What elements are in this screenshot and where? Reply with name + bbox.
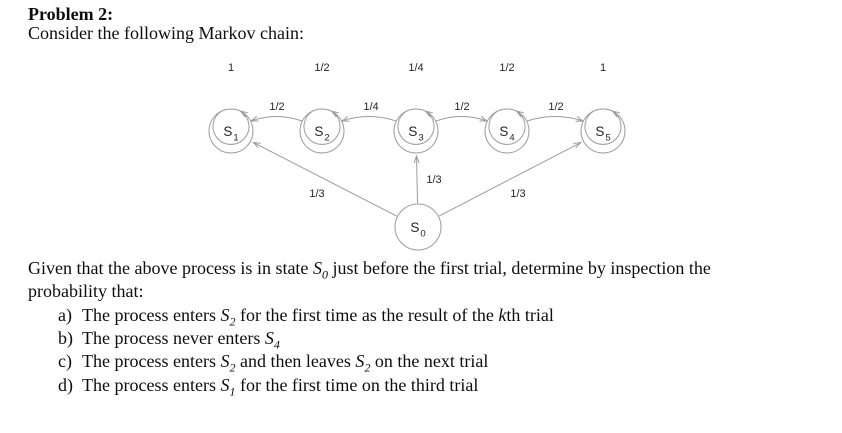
question-item-d: d) The process enters S1 for the first ti… — [58, 374, 554, 399]
edge-label-S0-S5: 1/3 — [510, 188, 525, 200]
problem-heading: Problem 2: — [28, 4, 114, 24]
state-circle-S4 — [484, 108, 530, 154]
loop-label-S3: 1/4 — [408, 62, 423, 74]
state-circle-S2 — [299, 108, 345, 154]
edge-S4-S5 — [526, 116, 585, 122]
problem-intro: Consider the following Markov chain: — [28, 23, 304, 43]
edge-S0-S5 — [439, 141, 583, 217]
self-loop-S4 — [488, 110, 526, 145]
loop-label-S5: 1 — [600, 62, 606, 74]
item-text: The process never enters S4 — [82, 328, 280, 352]
loop-label-S1: 1 — [228, 62, 234, 74]
edge-label-S2-S1: 1/2 — [269, 101, 284, 113]
question-item-c: c) The process enters S2 and then leaves … — [58, 350, 554, 375]
edge-S2-S1 — [249, 115, 303, 122]
edge-S3-S2 — [340, 116, 397, 122]
item-text: The process enters S2 and then leaves S2… — [82, 351, 489, 375]
edge-label-S3-S2: 1/4 — [363, 101, 378, 113]
state-circle-S0 — [394, 203, 442, 251]
question-item-a: a) The process enters S2 for the first ti… — [58, 304, 554, 329]
item-text: The process enters S1 for the first time… — [82, 374, 479, 399]
edge-S0-S3 — [413, 154, 420, 204]
state-circle-S3 — [393, 108, 439, 154]
edge-S3-S4 — [435, 115, 489, 122]
loop-label-S2: 1/2 — [314, 62, 329, 74]
item-label: d) — [58, 374, 73, 395]
state-circle-S1 — [208, 108, 254, 154]
self-loop-S1 — [212, 110, 250, 145]
edge-S0-S1 — [251, 141, 397, 217]
loop-label-S4: 1/2 — [499, 62, 514, 74]
edge-label-S3-S4: 1/2 — [454, 101, 469, 113]
item-label: a) — [58, 305, 72, 325]
question-item-b: b) The process never enters S4 — [58, 327, 554, 352]
item-label: b) — [58, 328, 73, 349]
self-loop-S2 — [303, 110, 341, 145]
question-list: a) The process enters S2 for the first ti… — [58, 304, 554, 397]
state-circle-S5 — [580, 108, 626, 154]
self-loop-S3 — [397, 110, 435, 145]
edge-label-S0-S3: 1/3 — [426, 174, 441, 186]
problem-statement: Given that the above process is in state… — [28, 258, 711, 301]
edge-label-S4-S5: 1/2 — [548, 101, 563, 113]
self-loop-S5 — [584, 110, 622, 145]
edge-label-S0-S1: 1/3 — [309, 188, 324, 200]
item-label: c) — [58, 351, 72, 372]
item-text: The process enters S2 for the first time… — [82, 305, 554, 329]
